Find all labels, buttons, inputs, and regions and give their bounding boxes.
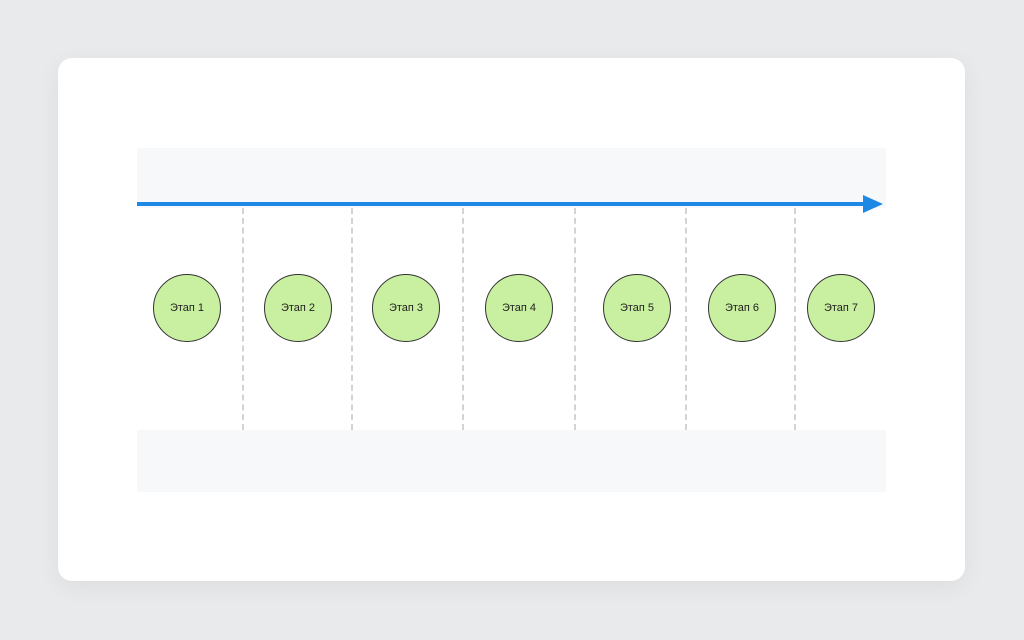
stage-label: Этап 3 [388,302,424,314]
stage-label: Этап 7 [823,302,859,314]
stage-label: Этап 4 [501,302,537,314]
bottom-band [137,430,886,492]
stage-divider [574,208,576,430]
stage-divider [685,208,687,430]
stage-divider [462,208,464,430]
timeline-arrow [137,195,883,213]
stage-2-node: Этап 2 [264,274,332,342]
stage-label: Этап 5 [619,302,655,314]
top-band [137,148,886,208]
stage-label: Этап 2 [280,302,316,314]
stage-3-node: Этап 3 [372,274,440,342]
timeline-diagram: Этап 1 Этап 2 Этап 3 Этап 4 Этап 5 Этап … [137,148,886,492]
stage-5-node: Этап 5 [603,274,671,342]
stage-7-node: Этап 7 [807,274,875,342]
stage-1-node: Этап 1 [153,274,221,342]
stage-4-node: Этап 4 [485,274,553,342]
stage-label: Этап 6 [724,302,760,314]
stage-divider [794,208,796,430]
stage-divider [351,208,353,430]
stage-label: Этап 1 [169,302,205,314]
stage-6-node: Этап 6 [708,274,776,342]
stage-divider [242,208,244,430]
